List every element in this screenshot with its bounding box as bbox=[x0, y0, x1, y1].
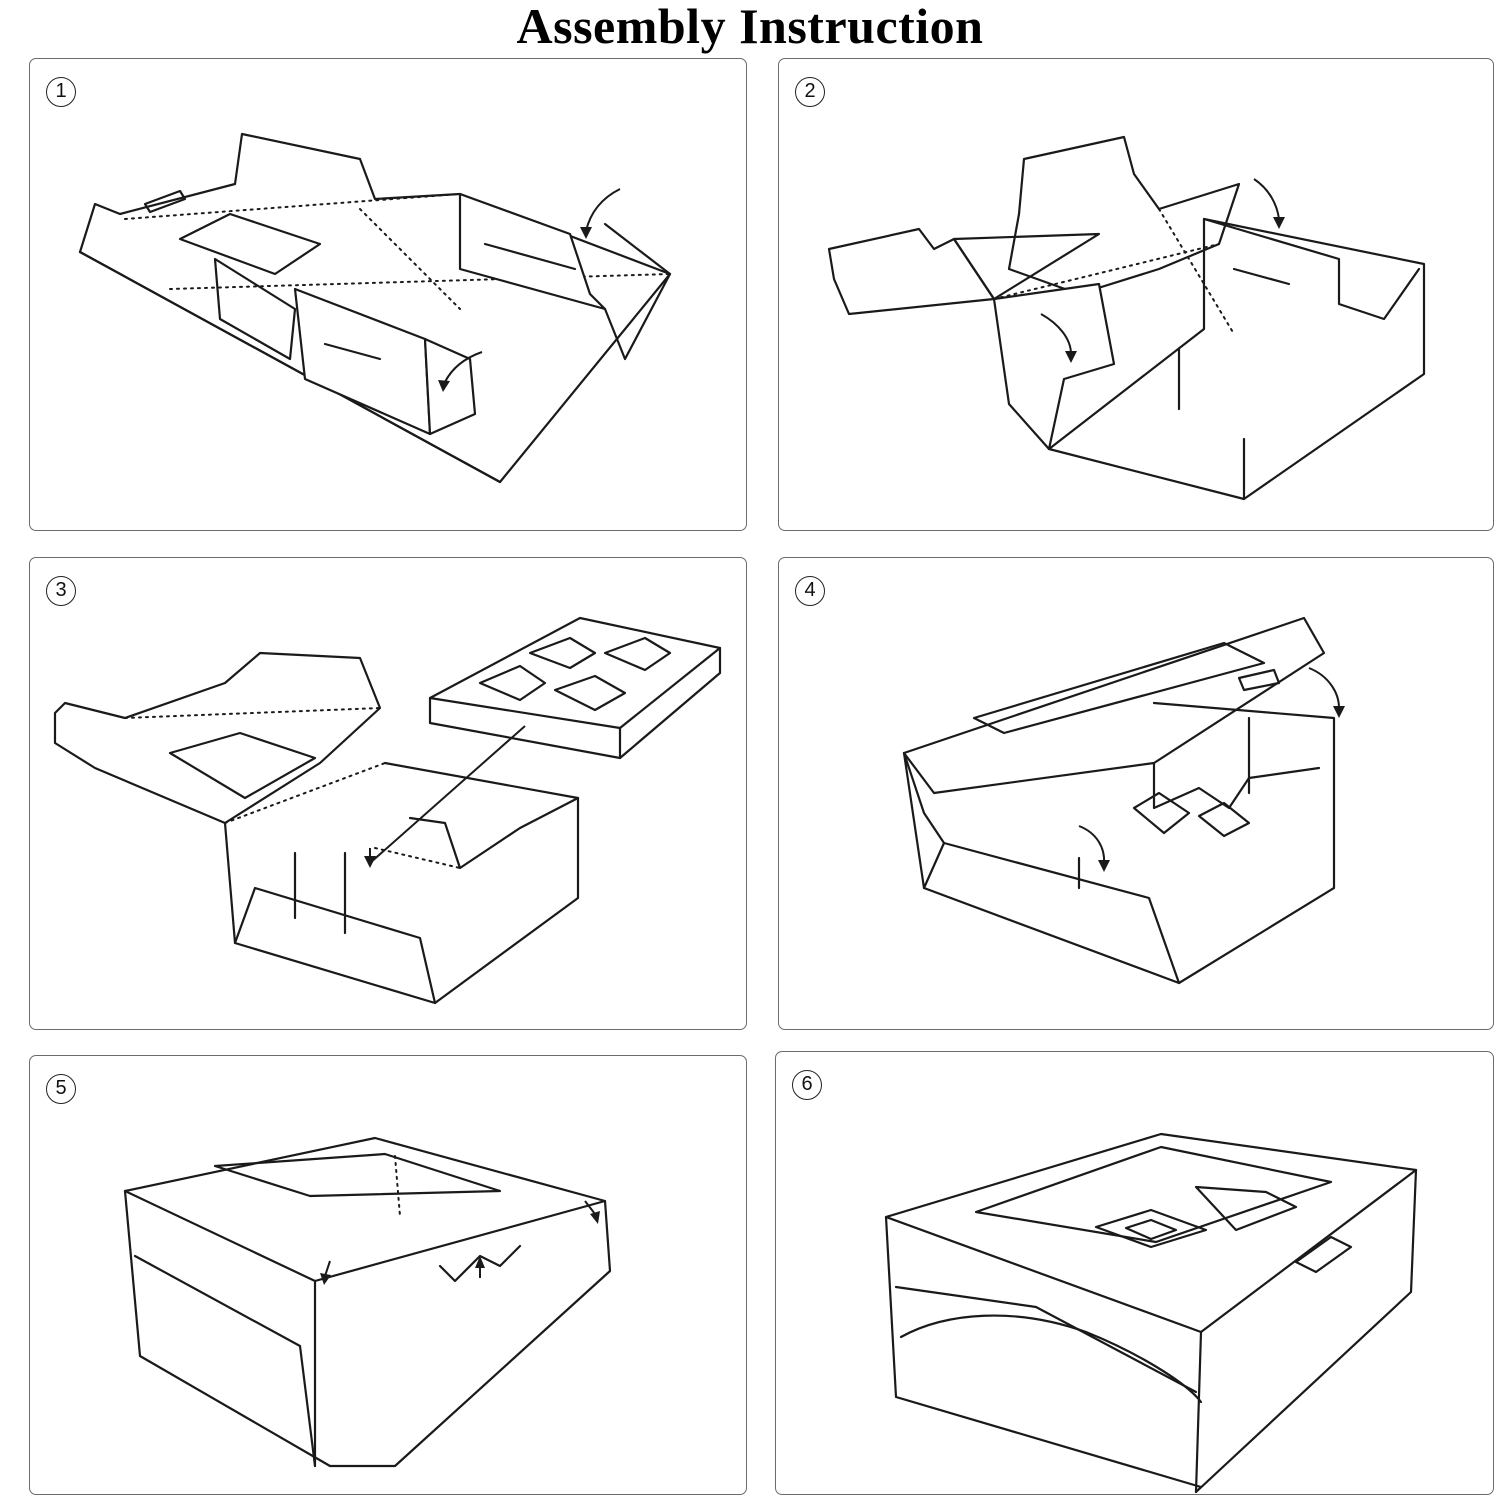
step-4-panel: 4 bbox=[778, 557, 1494, 1030]
step-2-number: 2 bbox=[795, 77, 825, 107]
step-4-illustration bbox=[902, 616, 1345, 985]
step-4-number: 4 bbox=[795, 576, 825, 606]
step-6-number: 6 bbox=[792, 1070, 822, 1100]
step-5-number: 5 bbox=[46, 1074, 76, 1104]
step-5-illustration bbox=[123, 1136, 612, 1468]
page-title: Assembly Instruction bbox=[516, 0, 984, 54]
step-2-illustration bbox=[827, 135, 1426, 501]
step-1-illustration bbox=[78, 132, 672, 484]
step-2-panel: 2 bbox=[778, 58, 1494, 531]
step-3-panel: 3 bbox=[29, 557, 747, 1030]
step-3-number: 3 bbox=[46, 576, 76, 606]
step-6-panel: 6 bbox=[775, 1051, 1494, 1495]
step-5-panel: 5 bbox=[29, 1055, 747, 1495]
step-3-illustration bbox=[53, 616, 722, 1005]
step-1-number: 1 bbox=[46, 77, 76, 107]
step-6-illustration bbox=[884, 1132, 1418, 1494]
step-1-panel: 1 bbox=[29, 58, 747, 531]
